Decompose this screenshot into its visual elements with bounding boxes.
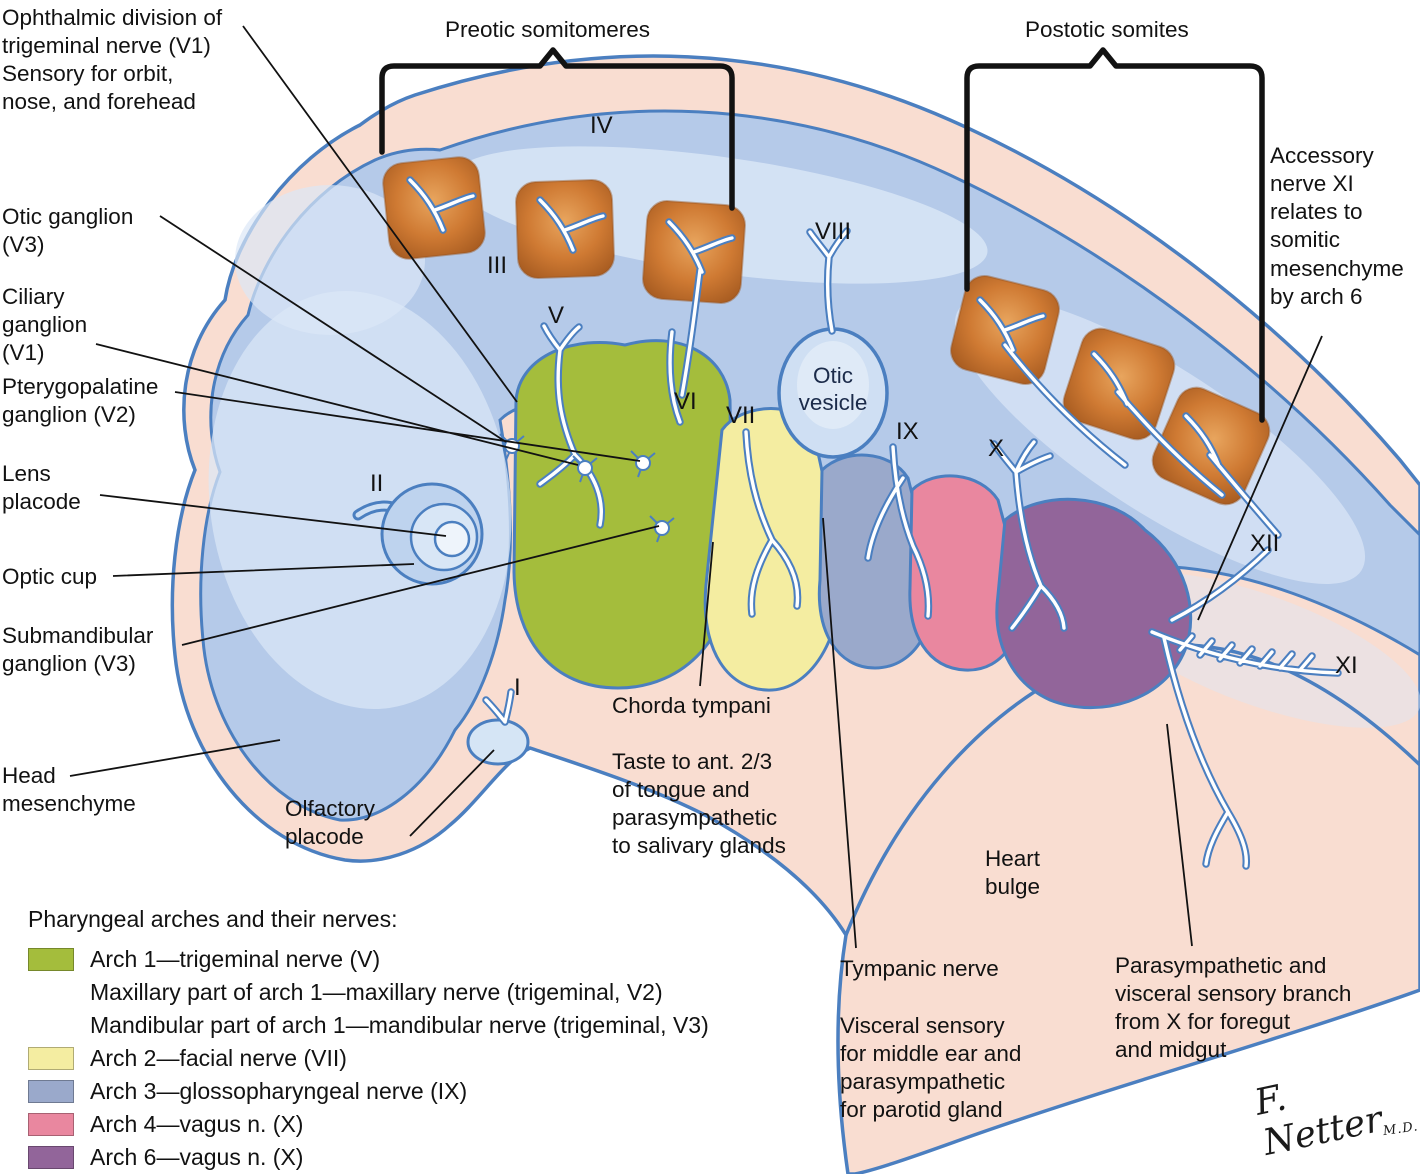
label-olfactory-placode: Olfactory placode	[285, 796, 376, 850]
legend-label: Arch 6—vagus n. (X)	[90, 1144, 304, 1170]
arch2-region	[703, 407, 843, 692]
label-parasympathetic-x: Parasympathetic and visceral sensory bra…	[1115, 953, 1352, 1063]
legend-row-arch6: Arch 6—vagus n. (X)	[28, 1141, 709, 1174]
numeral-IV: IV	[590, 112, 613, 139]
label-accessory-nerve: Accessory nerve XI relates to somitic me…	[1270, 143, 1404, 309]
label-chorda-tympani: Chorda tympani	[612, 693, 771, 718]
legend-row-arch1: Arch 1—trigeminal nerve (V)	[28, 943, 709, 976]
arch1-swatch	[28, 948, 74, 971]
numeral-IX: IX	[896, 418, 919, 445]
arch4-swatch	[28, 1113, 74, 1136]
pharyngeal-arches	[512, 339, 1193, 710]
numeral-VII: VII	[726, 402, 756, 429]
numeral-XI: XI	[1335, 652, 1358, 679]
label-visceral-sensory: Visceral sensory for middle ear and para…	[840, 1013, 1022, 1123]
legend-label: Arch 2—facial nerve (VII)	[90, 1045, 347, 1071]
legend-row-arch2: Arch 2—facial nerve (VII)	[28, 1042, 709, 1075]
numeral-XII: XII	[1250, 530, 1280, 557]
arch6-region	[995, 497, 1193, 710]
arch3-swatch	[28, 1080, 74, 1103]
numeral-VI: VI	[674, 388, 697, 415]
legend-label: Arch 1—trigeminal nerve (V)	[90, 946, 381, 972]
legend-row-mandibular: Mandibular part of arch 1—mandibular ner…	[28, 1009, 709, 1042]
legend-row-arch3: Arch 3—glossopharyngeal nerve (IX)	[28, 1075, 709, 1108]
label-submandibular-ganglion: Submandibular ganglion (V3)	[2, 623, 154, 677]
pterygopalatine-ganglion-shape	[630, 450, 656, 478]
label-ciliary-ganglion: Ciliary ganglion (V1)	[2, 284, 88, 366]
numeral-VIII: VIII	[815, 218, 852, 245]
arch6-swatch	[28, 1146, 74, 1169]
legend-title: Pharyngeal arches and their nerves:	[28, 906, 398, 932]
otic-vesicle	[777, 327, 889, 459]
cranial-nerves	[406, 176, 1342, 870]
label-taste: Taste to ant. 2/3 of tongue and parasymp…	[612, 749, 786, 859]
label-head-mesenchyme: Head mesenchyme	[2, 763, 136, 817]
legend-label: Mandibular part of arch 1—mandibular ner…	[90, 1012, 709, 1038]
label-otic-ganglion: Otic ganglion (V3)	[2, 204, 134, 258]
arch1-region	[512, 339, 734, 690]
legend-row-arch4: Arch 4—vagus n. (X)	[28, 1108, 709, 1141]
preotic-bracket	[379, 47, 735, 211]
label-preotic-somitomeres: Preotic somitomeres	[445, 17, 651, 42]
label-lens-placode: Lens placode	[2, 461, 81, 515]
numeral-I: I	[514, 674, 521, 701]
numeral-V: V	[548, 302, 565, 329]
numeral-X: X	[988, 435, 1005, 462]
label-tympanic-nerve: Tympanic nerve	[840, 956, 999, 981]
label-otic-vesicle: Otic vesicle	[798, 363, 868, 415]
arch2-swatch	[28, 1047, 74, 1070]
somites	[382, 156, 1271, 506]
lens-placode-shape	[433, 520, 471, 558]
numeral-III: III	[487, 252, 508, 279]
label-optic-cup: Optic cup	[2, 564, 98, 589]
leader-lines	[69, 25, 1323, 949]
legend: Pharyngeal arches and their nerves: Arch…	[28, 906, 709, 1174]
brackets	[379, 47, 1265, 423]
legend-label: Maxillary part of arch 1—maxillary nerve…	[90, 979, 663, 1005]
legend-row-maxillary: Maxillary part of arch 1—maxillary nerve…	[28, 976, 709, 1009]
ciliary-ganglion-shape	[572, 455, 598, 483]
postotic-bracket	[964, 47, 1265, 423]
label-pterygopalatine-ganglion: Pterygopalatine ganglion (V2)	[2, 374, 159, 428]
submandibular-ganglion-shape	[649, 515, 675, 543]
legend-label: Arch 3—glossopharyngeal nerve (IX)	[90, 1078, 468, 1104]
parasympathetic-ganglia	[499, 433, 675, 543]
label-ophthalmic-division: Ophthalmic division of trigeminal nerve …	[2, 5, 223, 115]
legend-label: Arch 4—vagus n. (X)	[90, 1111, 304, 1137]
numeral-II: II	[370, 470, 384, 497]
label-postotic-somites: Postotic somites	[1025, 17, 1189, 42]
olfactory-placode-shape	[466, 718, 530, 766]
label-heart-bulge: Heart bulge	[985, 846, 1041, 900]
